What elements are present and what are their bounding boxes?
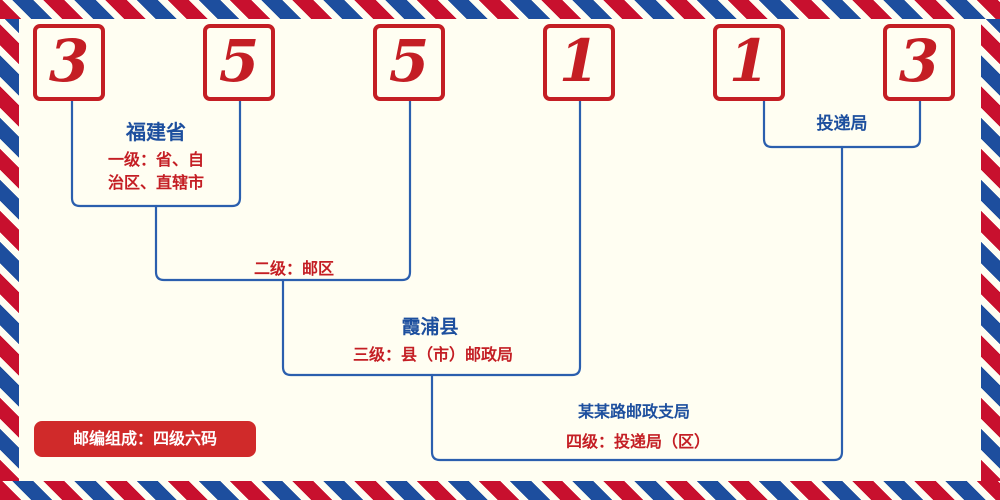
postal-digit-box: 3: [883, 24, 955, 101]
postal-digit-box: 3: [33, 24, 105, 101]
airmail-border-bottom: [0, 481, 1000, 500]
level3-description: 三级：县（市）邮政局: [352, 345, 513, 364]
postal-digit: 5: [218, 26, 260, 95]
postal-digit: 5: [388, 26, 430, 95]
postal-digit-box: 5: [203, 24, 275, 101]
composition-badge: 邮编组成：四级六码: [34, 421, 256, 457]
postal-digit: 1: [728, 26, 770, 95]
level4-description: 四级：投递局（区）: [565, 432, 710, 451]
postal-digit-box: 1: [543, 24, 615, 101]
province-label: 福建省: [126, 120, 186, 144]
county-label: 霞浦县: [401, 316, 459, 338]
postal-digit: 3: [898, 26, 940, 95]
airmail-border-top: [0, 0, 1000, 19]
branch-office-label: 某某路邮政支局: [577, 402, 690, 421]
postal-digit-box: 5: [373, 24, 445, 101]
airmail-border-right: [981, 19, 1000, 481]
delivery-office-label: 投递局: [816, 114, 868, 134]
postal-digit-box: 1: [713, 24, 785, 101]
level1-description-line1: 一级：省、自: [107, 150, 204, 169]
airmail-border-left: [0, 19, 19, 481]
postal-digit: 1: [558, 26, 600, 95]
level2-description: 二级：邮区: [253, 259, 334, 278]
level1-description-line2: 治区、直辖市: [107, 173, 204, 192]
postal-digit: 3: [48, 26, 90, 95]
